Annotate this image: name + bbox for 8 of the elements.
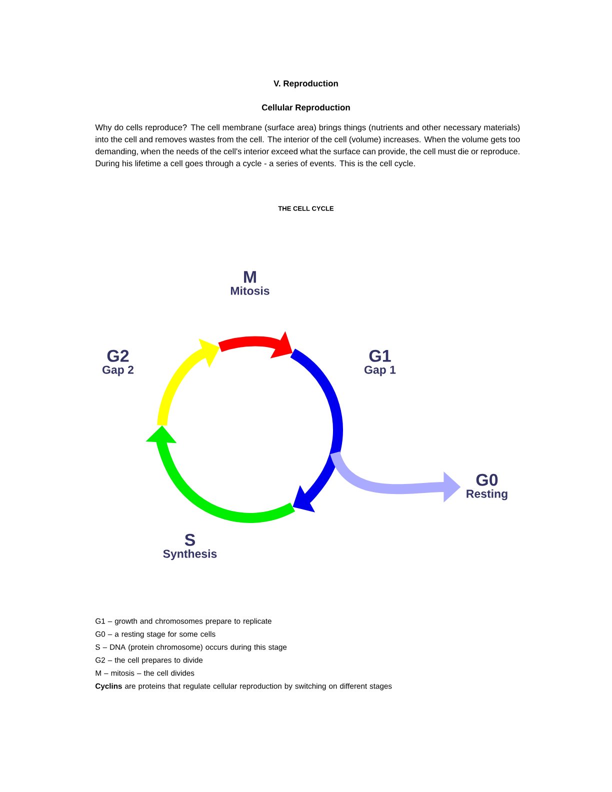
phase-label: G2 Gap 2	[102, 350, 134, 376]
phase-label: S Synthesis	[163, 534, 217, 560]
heading: Cellular Reproduction	[262, 104, 350, 112]
phase-label: G1 Gap 1	[364, 350, 396, 376]
phase-label: G0 Resting	[466, 474, 508, 500]
phase-label: M Mitosis	[230, 271, 270, 295]
paragraph: Why do cells reproduce? The cell membrane (surface area) brings things (nutrients and other necessary materials) into the cell and removes wastes from the cell. The interior of the cell (volume) increases. When the volume gets too demanding, when the needs of the cell's interior exceed what the surface can provide, the cell must die or reproduce. During his lifetime a cell goes through a cycle - a series of events. This is the cell cycle.	[95, 124, 520, 168]
heading: V. Reproduction	[274, 80, 338, 88]
